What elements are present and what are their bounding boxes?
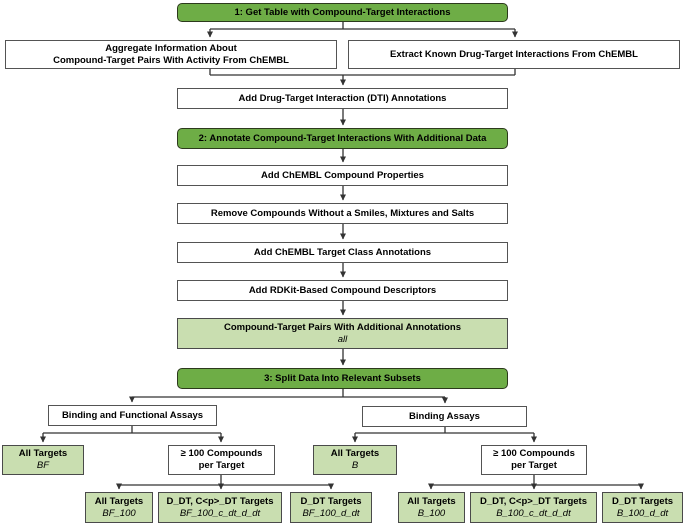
aggregate-info-box: Aggregate Information About Compound-Tar… [5, 40, 337, 69]
step3-label: 3: Split Data Into Relevant Subsets [264, 372, 421, 384]
min100-b-box: ≥ 100 Compounds per Target [481, 445, 587, 475]
bf100-d-dt-dataset: BF_100_d_dt [302, 507, 360, 519]
b100-label: All Targets [407, 495, 456, 507]
binding-functional-assays-box: Binding and Functional Assays [48, 405, 217, 426]
min100-b-line1: ≥ 100 Compounds [493, 448, 575, 460]
b-output-box: All Targets B [313, 445, 397, 475]
b100-d-dt-output-box: D_DT Targets B_100_d_dt [602, 492, 683, 523]
b100-c-dt-label: D_DT, C<p>_DT Targets [480, 495, 587, 507]
rdkit-label: Add RDKit-Based Compound Descriptors [248, 284, 437, 296]
b100-output-box: All Targets B_100 [398, 492, 465, 523]
compound-properties-label: Add ChEMBL Compound Properties [261, 169, 424, 181]
rdkit-descriptors-box: Add RDKit-Based Compound Descriptors [177, 280, 508, 301]
bf100-output-box: All Targets BF_100 [85, 492, 153, 523]
binding-functional-label: Binding and Functional Assays [61, 409, 204, 421]
step1-label: 1: Get Table with Compound-Target Intera… [234, 6, 451, 18]
remove-compounds-box: Remove Compounds Without a Smiles, Mixtu… [177, 203, 508, 224]
b100-c-dt-output-box: D_DT, C<p>_DT Targets B_100_c_dt_d_dt [470, 492, 597, 523]
extract-label: Extract Known Drug-Target Interactions F… [390, 48, 638, 60]
pairs-annotated-output-box: Compound-Target Pairs With Additional An… [177, 318, 508, 349]
bf100-dataset: BF_100 [102, 507, 136, 519]
b100-c-dt-dataset: B_100_c_dt_d_dt [496, 507, 571, 519]
aggregate-line1: Aggregate Information About [105, 42, 237, 54]
bf-output-box: All Targets BF [2, 445, 84, 475]
step1-header: 1: Get Table with Compound-Target Intera… [177, 3, 508, 22]
bf100-c-dt-dataset: BF_100_c_dt_d_dt [179, 507, 261, 519]
step3-header: 3: Split Data Into Relevant Subsets [177, 368, 508, 389]
remove-compounds-label: Remove Compounds Without a Smiles, Mixtu… [210, 207, 475, 219]
binding-label: Binding Assays [409, 410, 480, 422]
dti-label: Add Drug-Target Interaction (DTI) Annota… [238, 92, 447, 104]
bf100-label: All Targets [94, 495, 144, 507]
bf100-d-dt-label: D_DT Targets [300, 495, 362, 507]
b-label: All Targets [330, 448, 380, 460]
b100-d-dt-dataset: B_100_d_dt [616, 507, 669, 519]
min100-b-line2: per Target [511, 460, 557, 471]
compound-properties-box: Add ChEMBL Compound Properties [177, 165, 508, 186]
bf100-c-dt-label: D_DT, C<p>_DT Targets [166, 495, 274, 507]
min100-bf-line1: ≥ 100 Compounds [180, 448, 263, 460]
min100-bf-line2: per Target [198, 460, 245, 471]
bf100-c-dt-output-box: D_DT, C<p>_DT Targets BF_100_c_dt_d_dt [158, 492, 282, 523]
pairs-annotated-dataset: all [337, 333, 348, 345]
bf100-d-dt-output-box: D_DT Targets BF_100_d_dt [290, 492, 372, 523]
target-class-box: Add ChEMBL Target Class Annotations [177, 242, 508, 263]
add-dti-annotations-box: Add Drug-Target Interaction (DTI) Annota… [177, 88, 508, 109]
step2-header: 2: Annotate Compound-Target Interactions… [177, 128, 508, 149]
bf-dataset: BF [36, 460, 50, 471]
pairs-annotated-label: Compound-Target Pairs With Additional An… [223, 321, 462, 333]
b-dataset: B [351, 460, 359, 471]
min100-bf-box: ≥ 100 Compounds per Target [168, 445, 275, 475]
target-class-label: Add ChEMBL Target Class Annotations [253, 246, 432, 258]
binding-assays-box: Binding Assays [362, 406, 527, 427]
extract-dti-box: Extract Known Drug-Target Interactions F… [348, 40, 680, 69]
bf-label: All Targets [18, 448, 68, 460]
aggregate-line2: Compound-Target Pairs With Activity From… [53, 54, 289, 66]
b100-dataset: B_100 [417, 507, 446, 519]
step2-label: 2: Annotate Compound-Target Interactions… [198, 132, 487, 144]
b100-d-dt-label: D_DT Targets [611, 495, 674, 507]
